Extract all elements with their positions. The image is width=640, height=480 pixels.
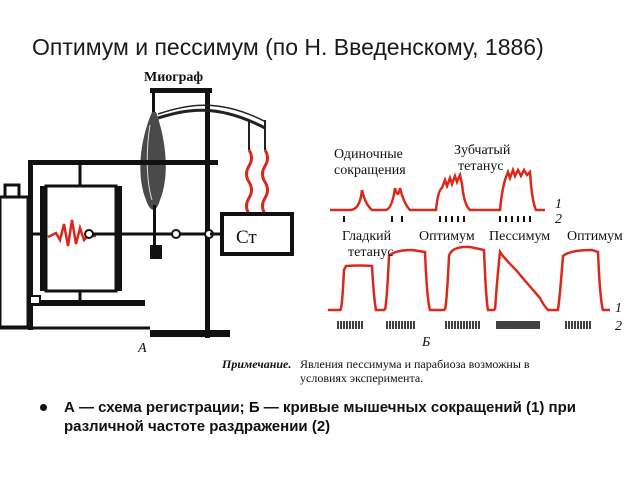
label-single-2: сокращения — [334, 163, 406, 178]
stimulus-ticks-top — [343, 216, 531, 222]
toothed-tetanus-trace — [425, 166, 545, 212]
row-number-bottom-2: 2 — [615, 319, 622, 334]
caption-text: А — схема регистрации; Б — кривые мышечн… — [64, 399, 576, 435]
trace-row-top — [330, 166, 545, 212]
label-smooth-2: тетанус — [348, 245, 394, 260]
myograph-label: Миограф — [144, 70, 203, 85]
panel-a-letter: А — [137, 341, 147, 356]
label-pessimum: Пессимум — [489, 229, 550, 244]
drum-trace — [47, 219, 96, 247]
smooth-tetanus-trace — [328, 264, 385, 312]
optimum-trace-2 — [555, 248, 610, 312]
bullet-dot — [40, 404, 47, 411]
row-number-top-1: 1 — [555, 197, 562, 212]
stimulator-label: Ст — [236, 227, 257, 248]
kymograph-drum — [44, 184, 118, 293]
motor-box — [0, 195, 30, 329]
trace-row-bottom — [328, 245, 610, 312]
optimum-trace-1 — [383, 248, 445, 312]
stimulus-ticks-bottom — [337, 321, 591, 329]
label-smooth-1: Гладкий — [342, 229, 392, 244]
weight-block — [150, 245, 162, 259]
label-single-1: Одиночные — [334, 147, 403, 162]
label-optimum-2: Оптимум — [567, 229, 623, 244]
stimulator-box — [220, 212, 294, 256]
panel-b-letter: Б — [421, 335, 430, 350]
label-toothed-1: Зубчатый — [454, 143, 511, 158]
registration-apparatus — [0, 88, 294, 338]
note-line-1: Явления пессимума и парабиоза возможны в — [300, 357, 530, 371]
single-contractions-trace — [330, 187, 425, 212]
label-optimum-1: Оптимум — [419, 229, 475, 244]
label-toothed-2: тетанус — [458, 159, 504, 174]
note-line-2: условиях эксперимента. — [300, 371, 423, 385]
row-number-bottom-1: 1 — [615, 301, 622, 316]
slide-caption: А — схема регистрации; Б — кривые мышечн… — [40, 398, 620, 436]
optimum-trace-mid — [443, 245, 495, 312]
slide-title: Оптимум и пессимум (по Н. Введенскому, 1… — [32, 34, 544, 60]
row-number-top-2: 2 — [555, 212, 562, 227]
pessimum-trace — [493, 248, 555, 312]
note-prefix: Примечание. — [221, 357, 291, 371]
